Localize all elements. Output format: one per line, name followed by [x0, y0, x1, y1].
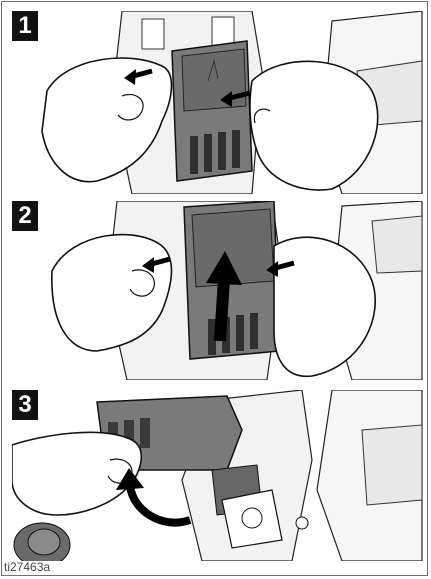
- step-1-panel: 1: [12, 11, 424, 194]
- step-number-badge: 2: [12, 201, 38, 231]
- step-2-panel: 2: [12, 201, 424, 380]
- step-1-illustration: [12, 11, 424, 194]
- step-number-badge: 3: [12, 390, 38, 420]
- figure-id-label: ti27463a: [4, 560, 50, 574]
- step-3-illustration: [12, 390, 424, 561]
- step-2-illustration: [12, 201, 424, 380]
- step-3-panel: 3: [12, 390, 424, 561]
- step-number-badge: 1: [12, 11, 38, 41]
